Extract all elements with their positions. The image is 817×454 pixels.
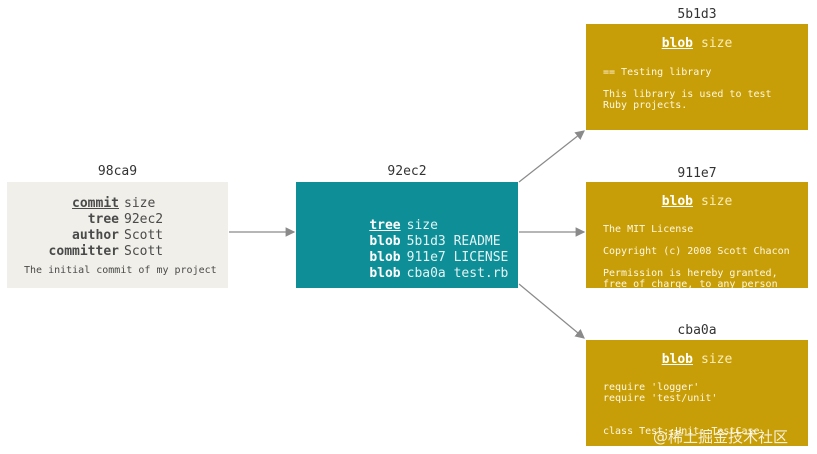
commit-key: committer xyxy=(48,244,119,259)
commit-value: Scott xyxy=(124,244,164,259)
blob-hash-label: 5b1d3 xyxy=(677,7,717,22)
commit-key: commit xyxy=(72,196,119,211)
tree-row: tree size xyxy=(338,202,438,233)
tree-row: blob 5b1d3 README xyxy=(338,218,500,249)
blob-value: size xyxy=(701,194,733,209)
blob-header: blob size xyxy=(586,194,808,209)
blob-hash-label: cba0a xyxy=(677,323,717,338)
arrow-tree-to-readme xyxy=(518,130,585,183)
commit-object-box: commit size tree 92ec2 author Scott comm… xyxy=(7,182,228,288)
blob-content-line: free of charge, to any person xyxy=(603,279,778,288)
blob-content-line: require 'test/unit' xyxy=(603,393,718,404)
tree-value: 911e7 LICENSE xyxy=(406,250,509,265)
blob-header: blob size xyxy=(586,352,808,367)
blob-key: blob xyxy=(661,36,693,51)
commit-value: 92ec2 xyxy=(124,212,164,227)
tree-key: blob xyxy=(369,250,401,265)
tree-row: blob cba0a test.rb xyxy=(338,250,508,281)
tree-row: blob 911e7 LICENSE xyxy=(338,234,508,265)
commit-row-tree: tree 92ec2 xyxy=(7,211,228,228)
blob-content-line: The MIT License xyxy=(603,224,694,235)
tree-key: blob xyxy=(369,234,401,249)
commit-hash-label: 98ca9 xyxy=(97,164,138,179)
watermark: @稀土掘金技术社区 xyxy=(653,428,789,446)
blob-object-box-test: blob size require 'logger' require 'test/… xyxy=(586,340,808,446)
commit-row-type: commit size xyxy=(7,195,228,212)
blob-content-line: require 'logger' xyxy=(603,382,700,393)
blob-hash-label: 911e7 xyxy=(677,166,717,181)
arrow-tree-to-test xyxy=(518,283,585,339)
blob-object-box-license: blob size The MIT License Copyright (c) 2… xyxy=(586,182,808,288)
commit-row-author: author Scott xyxy=(7,227,228,244)
blob-key: blob xyxy=(661,194,693,209)
tree-key: tree xyxy=(369,218,401,233)
tree-object-box: tree size blob 5b1d3 README blob 911e7 LICE… xyxy=(296,182,518,288)
blob-content-line: Permission is hereby granted, xyxy=(603,268,778,279)
blob-key: blob xyxy=(661,352,693,367)
commit-row-committer: committer Scott xyxy=(7,243,228,260)
blob-value: size xyxy=(701,352,733,367)
commit-message: The initial commit of my project xyxy=(24,265,217,276)
blob-content-line: Copyright (c) 2008 Scott Chacon xyxy=(603,246,790,257)
blob-content-line: == Testing library xyxy=(603,67,712,78)
commit-value: size xyxy=(124,196,156,211)
blob-content-line: class Test::Unit::TestCase xyxy=(603,426,760,437)
commit-value: Scott xyxy=(124,228,164,243)
blob-content-line: This library is used to test xyxy=(603,89,772,100)
tree-key: blob xyxy=(369,266,401,281)
blob-header: blob size xyxy=(586,36,808,51)
tree-value: 5b1d3 README xyxy=(406,234,501,249)
tree-hash-label: 92ec2 xyxy=(387,164,427,179)
tree-value: cba0a test.rb xyxy=(406,266,509,281)
blob-value: size xyxy=(701,36,733,51)
tree-value: size xyxy=(406,218,438,233)
commit-key: author xyxy=(72,228,119,243)
blob-content-line: Ruby projects. xyxy=(603,100,688,111)
commit-key: tree xyxy=(87,212,119,227)
blob-object-box-readme: blob size == Testing library This library… xyxy=(586,24,808,130)
